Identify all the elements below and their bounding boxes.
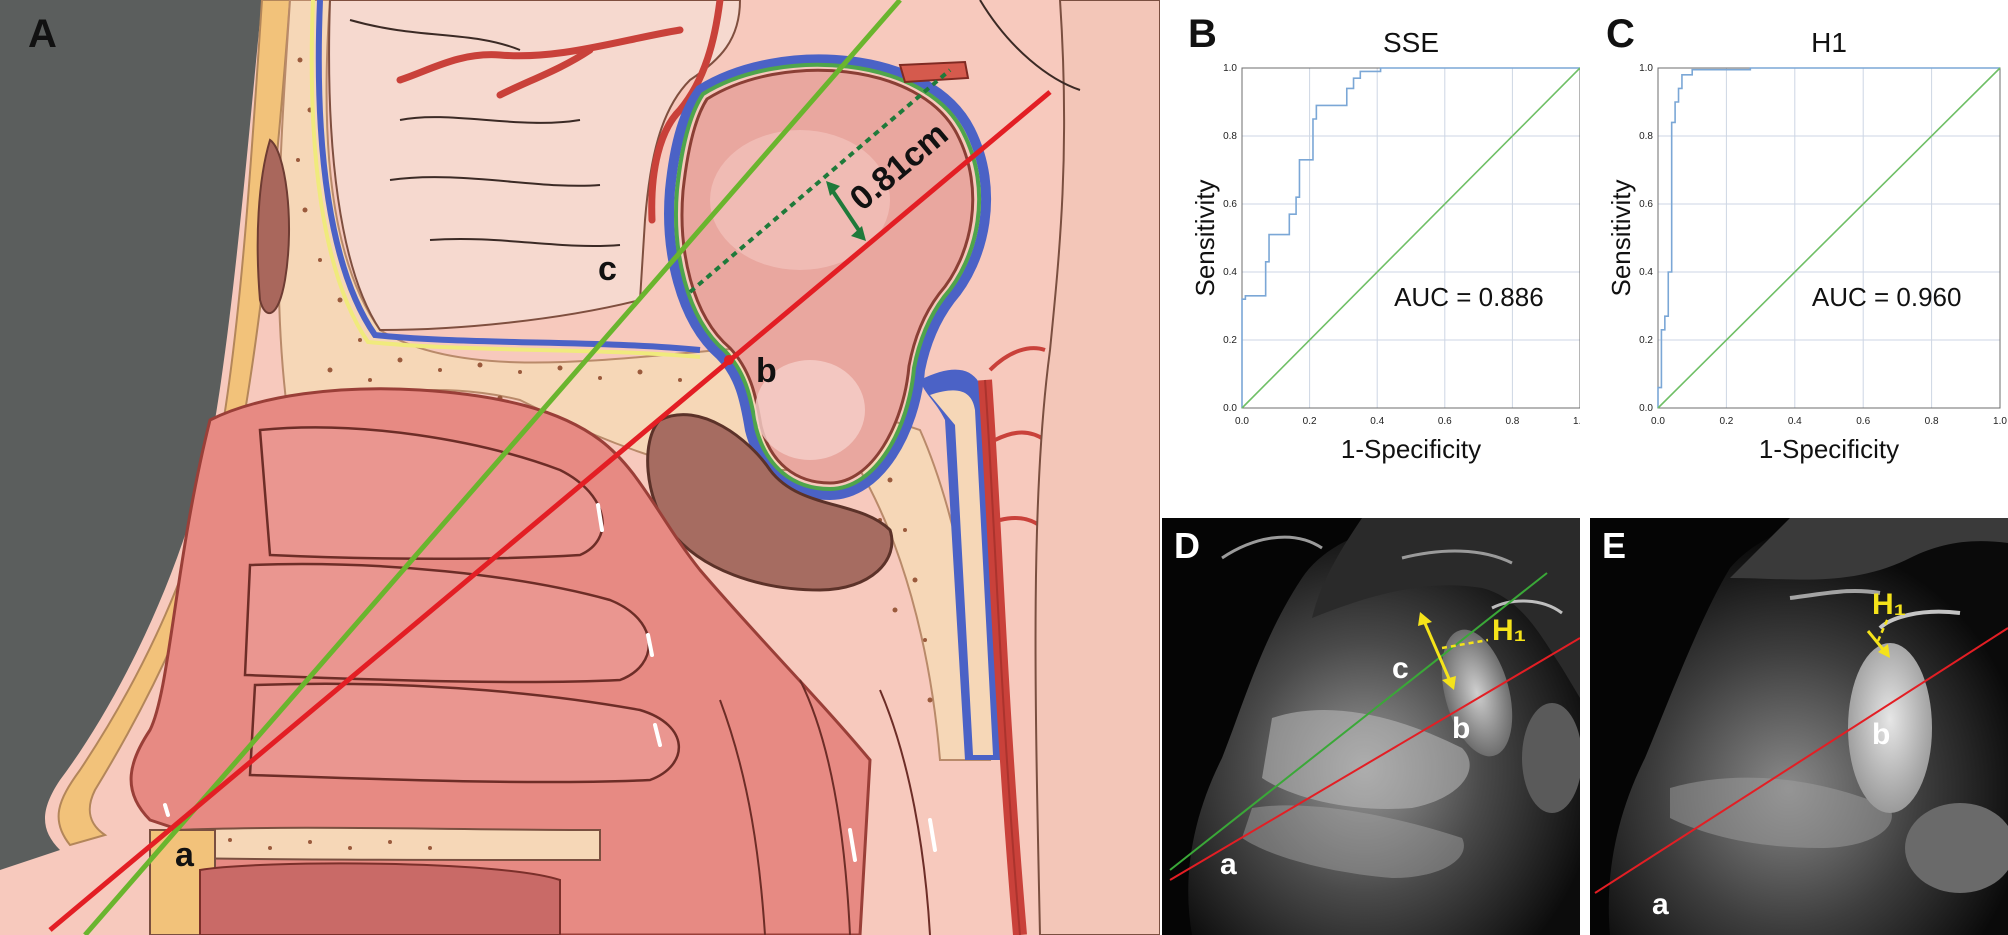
chart-b-roc-curve bbox=[1241, 67, 1580, 408]
cartilage-band bbox=[57, 0, 292, 847]
chart-c-y-tick-label: 0.0 bbox=[1639, 403, 1653, 414]
lesion-signal-e bbox=[1848, 643, 1932, 813]
chart-b-auc-annotation: AUC = 0.886 bbox=[1394, 282, 1544, 312]
chart-c-auc-annotation: AUC = 0.960 bbox=[1812, 282, 1962, 312]
chart-c-x-axis-label: 1-Specificity bbox=[1759, 434, 1899, 464]
mri-image-e: E H₁ b a bbox=[1590, 518, 2008, 935]
chart-b-y-tick-label: 0.2 bbox=[1223, 335, 1237, 346]
label-h1-d: H₁ bbox=[1492, 614, 1526, 647]
landmark-b-point bbox=[724, 355, 734, 365]
red-line bbox=[48, 90, 1052, 932]
chart-c-x-tick-label: 0.2 bbox=[1719, 416, 1733, 427]
green-line bbox=[83, 0, 902, 935]
roc-chart-c: C H1 0.0 0.0 0.2 0.2 0.4 0.4 0.6 0.6 0.8 0.8 1.0 1.0 1… bbox=[1606, 12, 2007, 464]
panel-letter-d: D bbox=[1174, 525, 1200, 566]
label-b: b bbox=[756, 352, 777, 390]
chart-c-x-tick-label: 1.0 bbox=[1993, 416, 2007, 427]
panel-e-mri: E H₁ b a bbox=[1590, 518, 2008, 935]
chart-c-y-axis-label: Sensitivity bbox=[1606, 179, 1636, 296]
chart-b-x-tick-label: 0.6 bbox=[1438, 416, 1452, 427]
chart-c-x-tick-label: 0.6 bbox=[1856, 416, 1870, 427]
chart-b-y-tick-label: 0.6 bbox=[1223, 199, 1237, 210]
panel-c-roc-chart: C H1 0.0 0.0 0.2 0.2 0.4 0.4 0.6 0.6 0.8 0.8 1.0 1.0 1… bbox=[1600, 0, 2008, 500]
chart-b-panel-letter: B bbox=[1188, 12, 1217, 56]
chart-c-reference-line bbox=[1657, 67, 2001, 409]
chart-c-y-tick-label: 0.8 bbox=[1639, 131, 1653, 142]
roc-chart-b: B SSE 0.0 0.0 0.2 0.2 0.4 0.4 0.6 0.6 0.8 0.8 1.0 1.0… bbox=[1188, 12, 1580, 464]
sinus-shape bbox=[256, 138, 290, 315]
chart-b-y-tick-label: 0.8 bbox=[1223, 131, 1237, 142]
dotted-measure-line bbox=[688, 68, 952, 294]
chart-b-title: SSE bbox=[1383, 27, 1439, 58]
palate-bone bbox=[174, 826, 601, 862]
chart-b-x-tick-label: 0.0 bbox=[1235, 416, 1249, 427]
panel-b-roc-chart: B SSE 0.0 0.0 0.2 0.2 0.4 0.4 0.6 0.6 0.8 0.8 1.0 1.0… bbox=[1180, 0, 1580, 500]
frontal-arteries bbox=[396, 0, 724, 224]
panel-letter-a: A bbox=[28, 12, 57, 56]
green-line-d bbox=[1169, 572, 1548, 871]
h1-arrow-d bbox=[1422, 620, 1452, 682]
sagittal-illustration: A a b c 0.81cm bbox=[0, 0, 1160, 935]
chart-c-x-tick-label: 0.8 bbox=[1925, 416, 1939, 427]
panel-d-mri: D H₁ c b a bbox=[1162, 518, 1580, 935]
posterior-tissue bbox=[1034, 0, 1160, 935]
chart-c-y-tick-label: 0.4 bbox=[1639, 267, 1653, 278]
label-a: a bbox=[175, 836, 195, 874]
panel-letter-e: E bbox=[1602, 525, 1626, 566]
membrane-outline-yellow bbox=[309, 0, 701, 359]
chart-b-reference-line bbox=[1241, 67, 1580, 409]
chart-b-y-tick-label: 1.0 bbox=[1223, 63, 1237, 74]
chart-b-y-axis-label: Sensitivity bbox=[1190, 179, 1220, 296]
chart-c-x-tick-label: 0.0 bbox=[1651, 416, 1665, 427]
panel-a-illustration: A a b c 0.81cm bbox=[0, 0, 1160, 935]
chart-b-x-tick-label: 0.8 bbox=[1505, 416, 1519, 427]
chart-b-x-tick-label: 1.0 bbox=[1573, 416, 1580, 427]
chart-b-x-tick-label: 0.2 bbox=[1303, 416, 1317, 427]
label-c-d: c bbox=[1392, 652, 1409, 685]
label-h1-e: H₁ bbox=[1872, 588, 1906, 621]
chart-b-x-tick-label: 0.4 bbox=[1370, 416, 1384, 427]
red-line-d bbox=[1169, 637, 1580, 881]
chart-c-title: H1 bbox=[1811, 27, 1847, 58]
label-b-e: b bbox=[1872, 718, 1890, 751]
label-a-e: a bbox=[1652, 888, 1669, 921]
chart-c-panel-letter: C bbox=[1606, 12, 1635, 56]
oral-cavity bbox=[199, 862, 561, 935]
turbinates bbox=[243, 426, 680, 784]
label-b-d: b bbox=[1452, 712, 1470, 745]
chart-b-x-axis-label: 1-Specificity bbox=[1341, 434, 1481, 464]
mri-image-d: D H₁ c b a bbox=[1162, 518, 1580, 935]
chart-b-y-tick-label: 0.0 bbox=[1223, 403, 1237, 414]
label-a-d: a bbox=[1220, 848, 1237, 881]
chart-c-y-tick-label: 0.6 bbox=[1639, 199, 1653, 210]
measure-arrow bbox=[830, 188, 862, 234]
mass-rim-green bbox=[674, 62, 982, 492]
mass-rim-blue bbox=[664, 54, 992, 501]
air-region bbox=[0, 0, 262, 870]
chart-c-roc-curve bbox=[1657, 67, 2000, 408]
lesion-signal bbox=[1441, 629, 1513, 757]
chart-c-y-tick-label: 1.0 bbox=[1639, 63, 1653, 74]
chart-c-x-tick-label: 0.4 bbox=[1788, 416, 1802, 427]
chart-c-y-tick-label: 0.2 bbox=[1639, 335, 1653, 346]
red-line-e bbox=[1594, 627, 2008, 894]
maxilla-front bbox=[149, 829, 216, 935]
chart-b-y-tick-label: 0.4 bbox=[1223, 267, 1237, 278]
gyri-lines bbox=[349, 19, 621, 248]
clivus-bone bbox=[930, 390, 993, 755]
label-c: c bbox=[598, 250, 617, 288]
stalk bbox=[898, 60, 970, 84]
mass-lower-highlight bbox=[755, 360, 865, 460]
